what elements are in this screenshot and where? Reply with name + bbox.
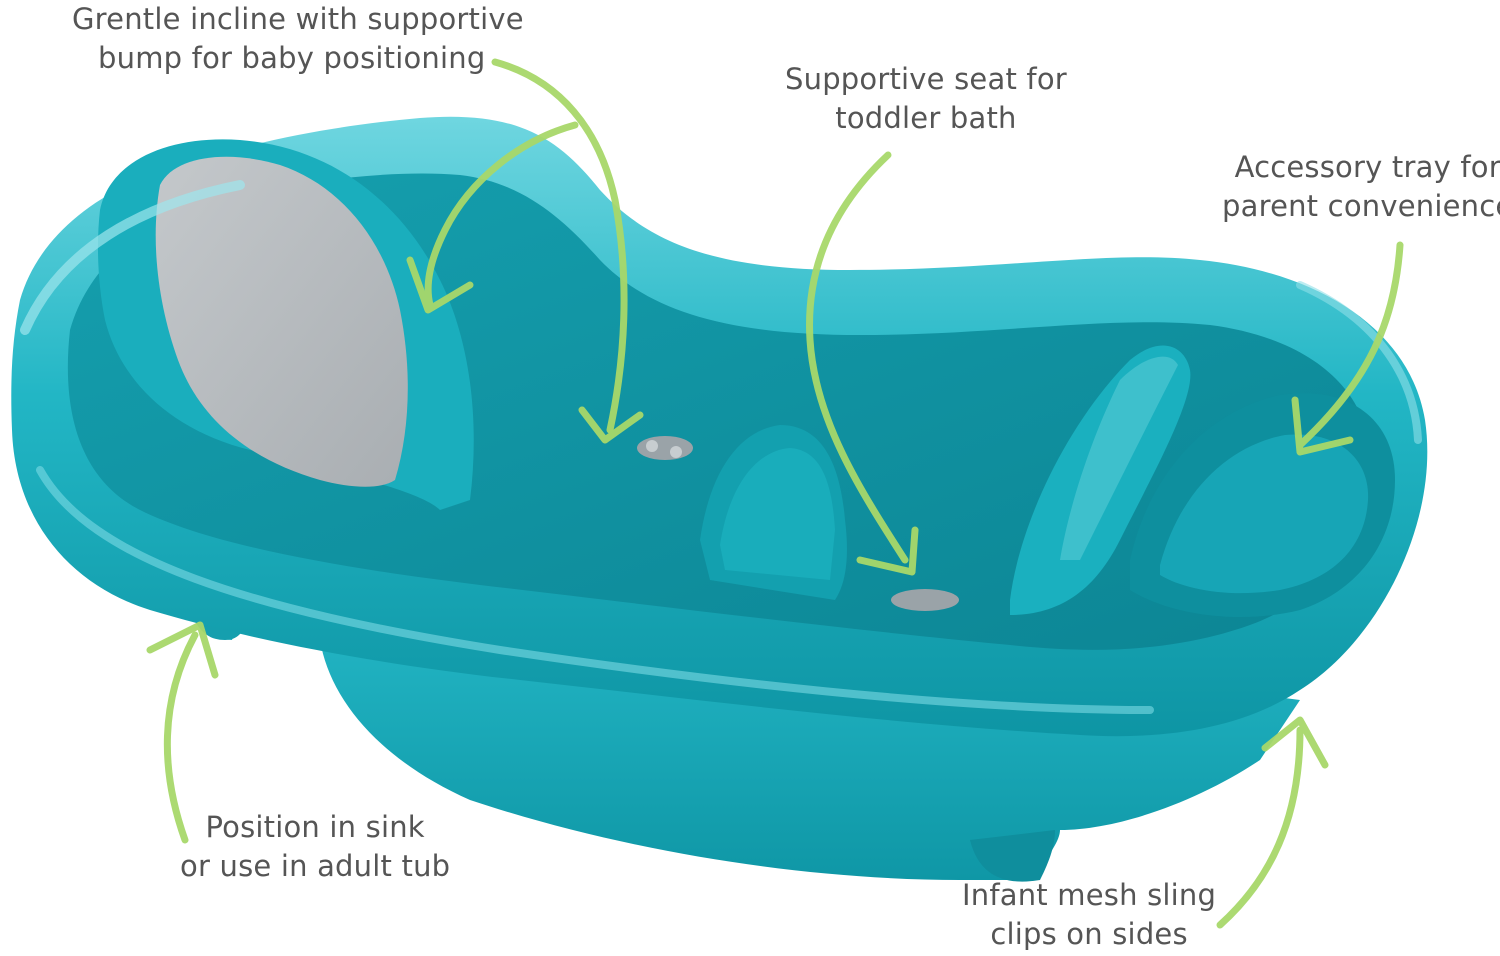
callout-sink-line1: Position in sink [205, 810, 425, 844]
curved-arrow-icon [491, 58, 644, 444]
curved-arrow-icon [1216, 716, 1329, 929]
callout-incline-line1: Grentle incline with supportive [72, 2, 524, 36]
incline-pad [155, 156, 408, 487]
callout-incline: Grentle incline with supportive bump for… [72, 0, 524, 78]
callout-tray-line2: parent convenience [1222, 189, 1500, 223]
callout-incline-line2: bump for baby positioning [98, 41, 486, 75]
callout-tray: Accessory tray for parent convenience [1222, 148, 1500, 226]
callout-seat-line2: toddler bath [835, 101, 1017, 135]
callout-sling-line1: Infant mesh sling [962, 878, 1217, 912]
curved-arrow-icon [806, 151, 919, 576]
callout-tray-line1: Accessory tray for [1234, 150, 1500, 184]
callout-sink: Position in sink or use in adult tub [180, 808, 450, 886]
curved-arrow-icon [406, 121, 579, 314]
curved-arrow-icon [1291, 241, 1404, 456]
callout-sink-line2: or use in adult tub [180, 849, 451, 883]
callout-sling: Infant mesh sling clips on sides [962, 876, 1216, 954]
curved-arrow-icon [146, 621, 219, 844]
drain-plug-seat [891, 589, 959, 611]
callout-seat: Supportive seat for toddler bath [785, 60, 1067, 138]
callout-sling-line2: clips on sides [990, 917, 1188, 951]
callout-seat-line1: Supportive seat for [785, 62, 1067, 96]
drain-plug-front [637, 436, 693, 460]
